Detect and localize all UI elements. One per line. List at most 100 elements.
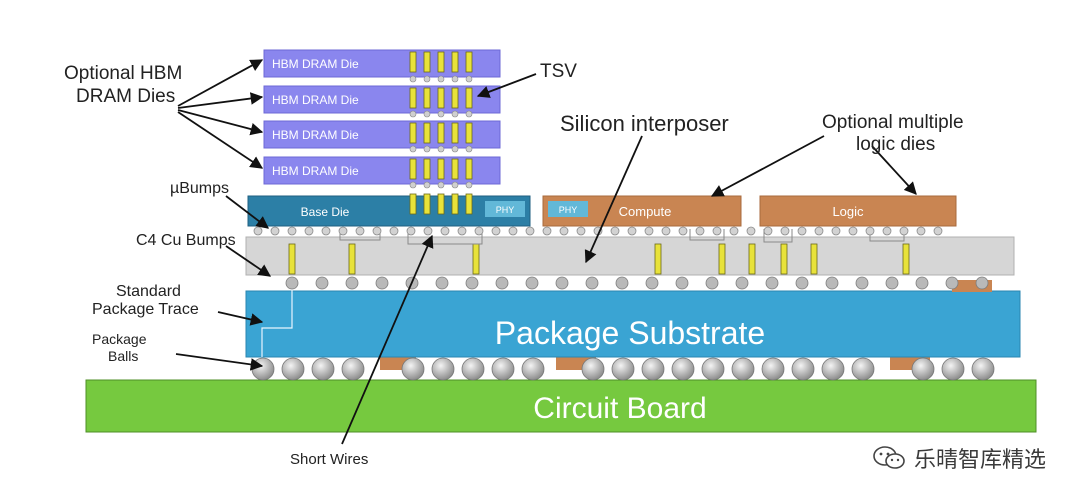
tsv: [451, 122, 459, 144]
microbump: [491, 226, 501, 236]
tsv: [465, 51, 473, 73]
wechat-watermark: 乐晴智库精选: [872, 442, 1046, 474]
c4-bump: [735, 276, 749, 290]
c4-bump: [495, 276, 509, 290]
interposer-tsv: [288, 243, 296, 275]
interposer-tsv: [718, 243, 726, 275]
package-trace-label-line1: Standard: [116, 283, 181, 300]
tsv: [437, 122, 445, 144]
c4-bumps: [285, 276, 989, 290]
c4-bump: [915, 276, 929, 290]
compute-die-phy: [548, 201, 588, 217]
microbump: [695, 226, 705, 236]
c4-bump: [975, 276, 989, 290]
circuit-board: [85, 379, 1037, 433]
microbump: [899, 226, 909, 236]
ubumps-label: µBumps: [170, 180, 229, 197]
hbm-microbump: [465, 181, 473, 189]
hbm-microbump: [451, 75, 459, 83]
microbump: [661, 226, 671, 236]
hbm-microbump: [451, 181, 459, 189]
c4-bump: [285, 276, 299, 290]
microbump: [253, 226, 263, 236]
package-balls-label: Package Balls: [92, 331, 150, 364]
microbump: [678, 226, 688, 236]
tsv: [423, 122, 431, 144]
c4-bump: [315, 276, 329, 290]
package-ball: [791, 357, 815, 381]
interposer-tsv: [748, 243, 756, 275]
hbm-dram-die-label: HBM DRAM Die: [272, 164, 359, 178]
logic-die-label: Logic: [832, 204, 864, 219]
microbump: [712, 226, 722, 236]
hbm-microbump: [409, 181, 417, 189]
short-wires-label: Short Wires: [290, 451, 368, 468]
tsv: [423, 87, 431, 109]
microbump: [287, 226, 297, 236]
c4-bump: [525, 276, 539, 290]
tsv: [451, 193, 459, 215]
micro-bumps: [253, 226, 943, 236]
microbump: [610, 226, 620, 236]
package-ball: [251, 357, 275, 381]
c4-bump: [435, 276, 449, 290]
logic-dies-label-line2: logic dies: [856, 134, 935, 155]
c4-bump: [825, 276, 839, 290]
microbump: [882, 226, 892, 236]
c4-bump: [555, 276, 569, 290]
c4-bump: [585, 276, 599, 290]
base-die-phy: [485, 201, 525, 217]
silicon-interposer-label: Silicon interposer: [560, 111, 729, 136]
microbump: [525, 226, 535, 236]
tsv: [451, 87, 459, 109]
package-ball: [491, 357, 515, 381]
interposer-tsv: [780, 243, 788, 275]
c4-bump: [945, 276, 959, 290]
microbump: [270, 226, 280, 236]
interposer-tsv: [348, 243, 356, 275]
logic-dies-label: Optional multiple logic dies: [822, 112, 969, 155]
tsv: [465, 87, 473, 109]
c4-bump: [675, 276, 689, 290]
c4-bump: [615, 276, 629, 290]
package-ball: [341, 357, 365, 381]
hbm-dies-label-line1: Optional HBM: [64, 63, 182, 84]
tsv-label: TSV: [540, 61, 577, 82]
hbm-microbump: [423, 75, 431, 83]
interposer-tsv: [810, 243, 818, 275]
base-die-label: Base Die: [301, 205, 350, 219]
microbump: [865, 226, 875, 236]
microbump: [372, 226, 382, 236]
hbm-microbump: [409, 75, 417, 83]
compute-die-phy-label: PHY: [559, 205, 578, 215]
interposer-tsv: [472, 243, 480, 275]
interposer-tsvs: [288, 243, 910, 275]
microbump: [933, 226, 943, 236]
hbm-dram-die-label: HBM DRAM Die: [272, 57, 359, 71]
package-ball: [911, 357, 935, 381]
microbump: [457, 226, 467, 236]
package-ball: [281, 357, 305, 381]
tsv: [409, 51, 417, 73]
hbm-microbump: [423, 145, 431, 153]
microbump: [559, 226, 569, 236]
interposer-tsv: [902, 243, 910, 275]
hbm-microbump: [465, 145, 473, 153]
c4-bump: [855, 276, 869, 290]
tsv: [409, 193, 417, 215]
microbump: [780, 226, 790, 236]
microbump: [406, 226, 416, 236]
package-ball: [521, 357, 545, 381]
package-trace-label-line2: Package Trace: [92, 301, 199, 318]
hbm-microbump: [423, 181, 431, 189]
microbump: [321, 226, 331, 236]
microbump: [831, 226, 841, 236]
tsv: [437, 51, 445, 73]
package-trace-label: Standard Package Trace: [92, 283, 199, 318]
tsv: [465, 122, 473, 144]
package-ball: [701, 357, 725, 381]
hbm-microbump: [409, 110, 417, 118]
c4-bump: [765, 276, 779, 290]
package-ball: [971, 357, 995, 381]
